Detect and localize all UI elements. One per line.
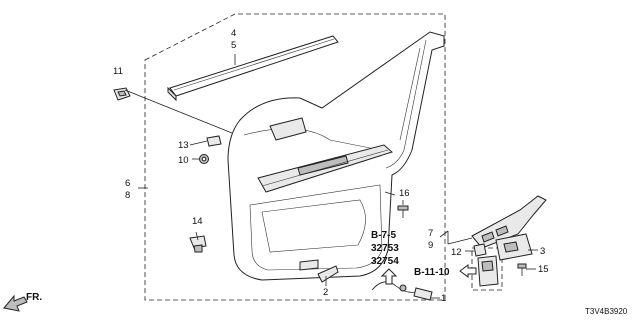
diagram-code: T3V4B3920 <box>585 307 628 316</box>
callout-11: 11 <box>113 66 123 77</box>
callout-9: 9 <box>428 240 433 251</box>
callout-8: 8 <box>125 190 130 201</box>
up-arrow-icon <box>380 268 398 285</box>
callout-10: 10 <box>178 155 189 166</box>
armrest-panel <box>257 144 393 193</box>
screw-part-15 <box>517 263 527 276</box>
fastener-part-14 <box>189 235 207 253</box>
callout-15: 15 <box>538 264 549 275</box>
front-direction-label: FR. <box>26 292 42 303</box>
switch-panel-part-7-9 <box>471 195 547 249</box>
switch-part-12 <box>473 243 487 257</box>
callout-7: 7 <box>428 228 433 239</box>
callout-16: 16 <box>399 188 410 199</box>
reference-b-11-10: B-11-10 <box>414 267 450 278</box>
switch-part-3 <box>495 233 533 261</box>
callout-14: 14 <box>192 216 203 227</box>
screw-part-16 <box>397 205 409 218</box>
switch-group <box>477 255 499 287</box>
harness-part-1 <box>371 281 433 301</box>
callout-5: 5 <box>231 40 236 51</box>
callout-6: 6 <box>125 178 130 189</box>
grommet-part-10 <box>199 154 209 164</box>
door-weatherstrip-part <box>167 35 339 102</box>
leader-lines <box>124 54 538 299</box>
callout-2: 2 <box>323 287 328 298</box>
callout-4: 4 <box>231 28 236 39</box>
callout-12: 12 <box>451 247 462 258</box>
callout-1: 1 <box>441 293 446 304</box>
bracket-part-2 <box>317 265 339 283</box>
door-lining-panel <box>227 31 445 281</box>
reference-32754: 32754 <box>371 256 399 267</box>
callout-13: 13 <box>178 140 189 151</box>
callout-3: 3 <box>540 246 545 257</box>
switch-group-boundary <box>471 247 503 291</box>
reference-b-7-5: B-7-5 <box>371 230 396 241</box>
assembly-boundary <box>144 13 446 301</box>
clip-part-11 <box>113 87 131 101</box>
left-arrow-icon <box>459 264 477 278</box>
front-direction-arrow-icon <box>3 294 28 312</box>
reference-32753: 32753 <box>371 243 399 254</box>
clip-part-13 <box>206 135 222 147</box>
